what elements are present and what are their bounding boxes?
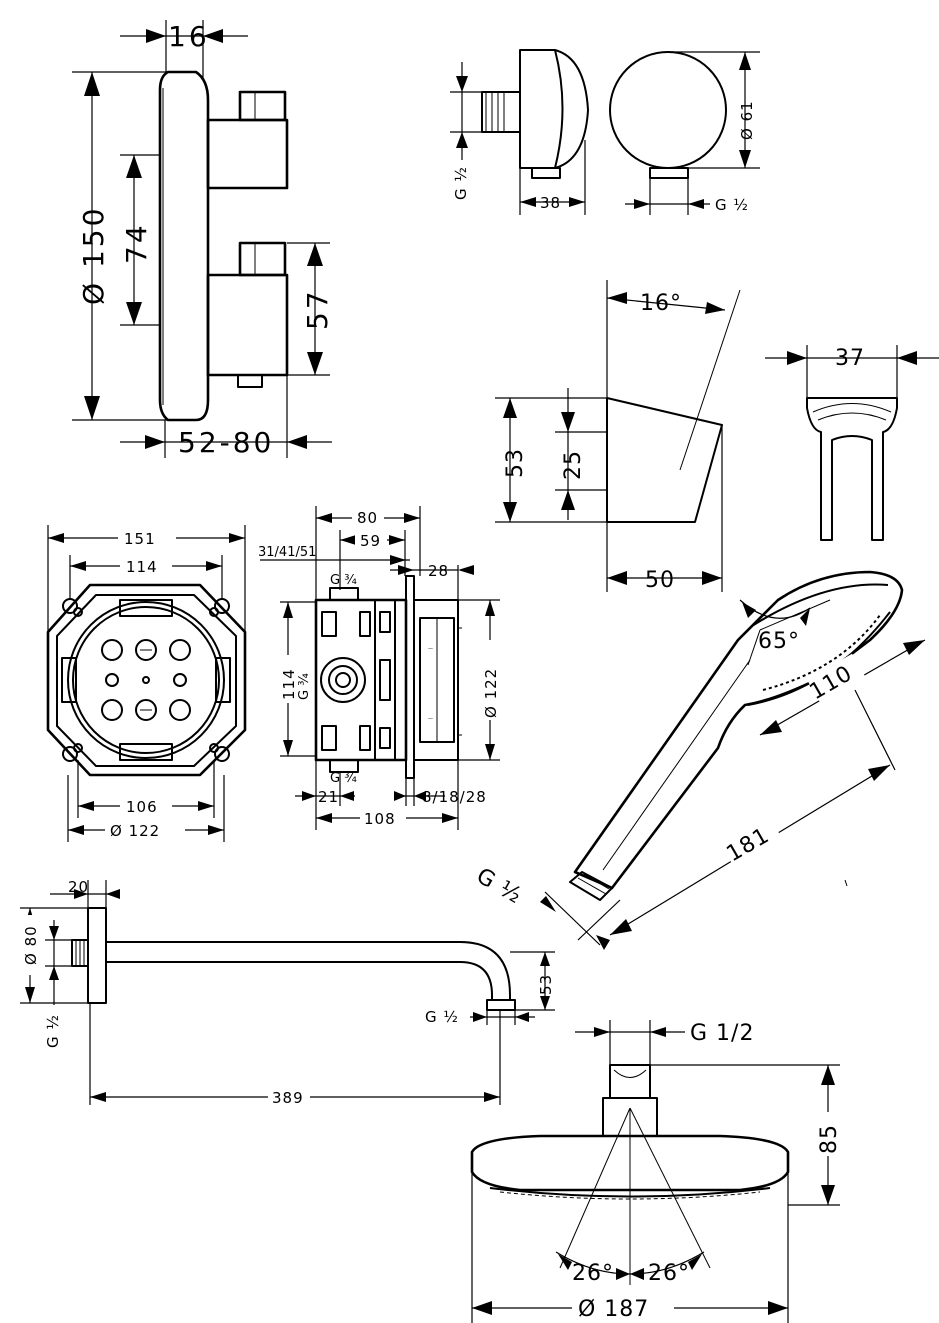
dim-85: 85	[817, 1124, 842, 1154]
overhead-shower-head	[470, 1134, 790, 1192]
dim-25: 25	[561, 450, 586, 480]
holder-view: 16° 53 25 50 37	[495, 280, 939, 593]
dim-53-arm: 53	[537, 974, 555, 995]
g-three-quarter-bottom: G ¾	[330, 771, 357, 786]
dim-g-half-arm-right: G ½	[425, 1008, 459, 1026]
dim-57: 57	[301, 288, 334, 330]
thermostat-body-upper	[206, 118, 289, 190]
g-three-quarter-mid: G ¾	[297, 673, 312, 700]
dim-151: 151	[124, 530, 156, 548]
dim-37: 37	[835, 346, 865, 371]
dim-80-arm: Ø 80	[22, 925, 40, 965]
g-three-quarter-top: G ¾	[330, 573, 357, 588]
dim-g-half-overhead: G 1/2	[690, 1021, 754, 1046]
dim-g-half-arm-left: G ½	[44, 1014, 62, 1048]
dim-20: 20	[68, 878, 89, 896]
thermostat-body-lower	[206, 273, 289, 377]
shower-arm-pipe	[105, 941, 511, 1001]
holder-front	[806, 397, 898, 541]
dim-59: 59	[360, 532, 381, 550]
ibox-octagon	[46, 583, 247, 777]
shower-arm-wall-plate	[87, 907, 107, 1004]
thermostat-view: 16 Ø 150 74 57 52-80	[72, 20, 334, 459]
dim-114-ibox-side: 114	[280, 668, 298, 700]
thermostat-rosette	[158, 70, 210, 422]
dim-31-41-51: 31/41/51	[258, 545, 316, 560]
overhead-shower-view: G 1/2 85 26° 26° Ø 187	[470, 1020, 842, 1323]
overhead-shower-connector	[609, 1064, 651, 1099]
dim-16deg: 16°	[640, 291, 682, 316]
dim-108: 108	[364, 810, 396, 828]
dim-65deg: 65°	[758, 629, 800, 654]
ibox-side-view: — — 80 59 31/41/51 28 G ¾ G ¾ G ¾ 114 Ø …	[258, 506, 500, 830]
dim-28: 28	[428, 562, 449, 580]
dim-21: 21	[318, 788, 339, 806]
dim-187: Ø 187	[578, 1297, 649, 1322]
hand-shower-thread	[569, 871, 613, 901]
holder-side	[606, 397, 723, 523]
svg-text:—: —	[428, 716, 433, 722]
dim-106: 106	[126, 798, 158, 816]
dim-26deg-left: 26°	[572, 1261, 614, 1286]
dim-38: 38	[540, 194, 561, 212]
dim-122-ibox-front: Ø 122	[110, 822, 160, 840]
dim-122-ibox-side: Ø 122	[482, 668, 500, 718]
dim-52-80: 52-80	[178, 426, 274, 459]
dim-26deg-right: 26°	[648, 1261, 690, 1286]
dim-8-18-28: 8/18/28	[422, 788, 487, 806]
dim-g-half-hand-shower: G ½	[472, 864, 526, 910]
dim-74: 74	[120, 222, 153, 264]
dim-61: Ø 61	[738, 100, 756, 140]
dim-53-holder: 53	[503, 448, 528, 478]
wall-outlet-view: G ½ 38 Ø 61 G ½	[450, 49, 760, 215]
dim-50: 50	[645, 568, 675, 593]
dim-g-half-outlet-right: G ½	[715, 196, 749, 214]
svg-text:—: —	[428, 646, 433, 652]
wall-outlet-front	[609, 51, 727, 169]
dim-114-ibox-front: 114	[126, 558, 158, 576]
shower-arm-view: 20 Ø 80 G ½ 53 G ½ 389	[20, 878, 555, 1107]
dim-16: 16	[168, 20, 210, 53]
dim-80-ibox: 80	[357, 509, 378, 527]
dim-150: Ø 150	[77, 206, 110, 305]
dim-g-half-outlet-left: G ½	[452, 166, 470, 200]
dim-389: 389	[272, 1089, 304, 1107]
hand-shower-body	[573, 570, 904, 890]
wall-outlet-side	[519, 49, 589, 169]
ibox-front-view: 151 114 106 Ø 122	[46, 525, 247, 842]
hand-shower-view: 65° 110 181 G ½	[472, 570, 926, 950]
